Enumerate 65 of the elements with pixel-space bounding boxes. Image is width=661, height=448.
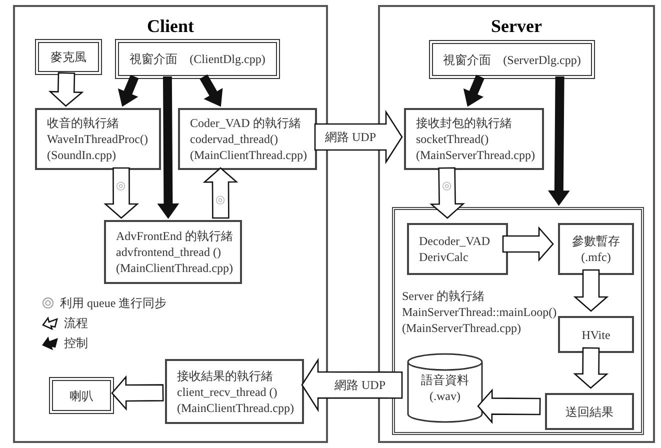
flow-arrow bbox=[477, 388, 541, 424]
control-arrow bbox=[118, 74, 139, 107]
legend-label: 流程 bbox=[64, 315, 88, 331]
node-label: 收音的執行緒 bbox=[47, 115, 120, 131]
node-label: (MainServerThread.cpp) bbox=[402, 320, 522, 336]
double-border-box bbox=[429, 40, 595, 79]
node-label: socketThread() bbox=[416, 131, 490, 147]
edge-label: ◎ bbox=[442, 179, 452, 193]
process-box bbox=[178, 108, 317, 170]
double-border-box bbox=[35, 39, 102, 75]
legend-label: 利用 queue 進行同步 bbox=[60, 295, 167, 311]
process-box bbox=[545, 393, 634, 430]
node-label: codervad_thread() bbox=[190, 131, 279, 147]
node-label: AdvFrontEnd 的執行緒 bbox=[116, 228, 230, 244]
frame-title: Server bbox=[490, 15, 543, 38]
node-label: Decoder_VAD bbox=[419, 233, 492, 249]
node-label: (.wav) bbox=[430, 388, 460, 404]
flow-arrow bbox=[502, 226, 554, 262]
node-label: MainServerThread::mainLoop() bbox=[402, 304, 557, 320]
process-box bbox=[165, 359, 304, 424]
thread-frame bbox=[392, 207, 644, 435]
node-label: (MainServerThread.cpp) bbox=[416, 147, 532, 163]
control-arrow bbox=[157, 76, 180, 219]
control-arrow bbox=[200, 74, 223, 107]
node-label: HVite bbox=[582, 326, 610, 342]
control-arrow bbox=[463, 74, 484, 107]
node-label: 接收封包的執行緒 bbox=[416, 115, 513, 131]
node-label: 語音資料 bbox=[421, 372, 469, 388]
legend-label: 控制 bbox=[64, 335, 88, 351]
flow-arrow bbox=[573, 269, 609, 312]
node-label: Server 的執行緒 bbox=[402, 288, 486, 304]
node-label: WaveInThreadProc() bbox=[47, 131, 149, 147]
edge-label: ◎ bbox=[116, 179, 126, 193]
node-label: 接收結果的執行緒 bbox=[177, 368, 274, 384]
node-label: Coder_VAD 的執行緒 bbox=[190, 115, 302, 131]
process-box bbox=[407, 223, 508, 275]
process-box bbox=[35, 108, 161, 170]
node-label: (MainClientThread.cpp) bbox=[116, 260, 230, 276]
flow-arrow bbox=[111, 375, 164, 411]
node-label: (.mfc) bbox=[581, 249, 611, 265]
flow-arrow bbox=[48, 72, 84, 107]
node-label: 送回結果 bbox=[566, 404, 614, 420]
flow-arrow bbox=[573, 347, 609, 389]
node-label: (SoundIn.cpp) bbox=[47, 147, 117, 163]
node-label: DerivCalc bbox=[419, 249, 470, 265]
double-border-box bbox=[115, 39, 280, 79]
edge-label: 網路 UDP bbox=[334, 378, 386, 392]
node-label: (MainClientThread.cpp) bbox=[177, 400, 292, 416]
node-label: 視窗介面 (ServerDlg.cpp) bbox=[443, 52, 581, 68]
database-cylinder bbox=[407, 353, 483, 423]
node-label: 麥克風 bbox=[50, 49, 86, 65]
process-box bbox=[558, 316, 634, 353]
process-box bbox=[104, 220, 242, 284]
process-box bbox=[558, 223, 634, 275]
node-label: 喇叭 bbox=[70, 388, 94, 404]
double-border-box bbox=[49, 377, 114, 414]
node-label: advfrontend_thread () bbox=[116, 244, 222, 260]
node-label: client_recv_thread () bbox=[177, 384, 278, 400]
edge-label: 網路 UDP bbox=[325, 130, 376, 144]
node-label: (MainClientThread.cpp) bbox=[190, 147, 305, 163]
control-arrow bbox=[548, 76, 570, 206]
node-label: 參數暫存 bbox=[572, 233, 620, 249]
frame-title: Client bbox=[146, 15, 195, 38]
node-label: 視窗介面 (ClientDlg.cpp) bbox=[130, 51, 266, 67]
process-box bbox=[404, 108, 544, 170]
